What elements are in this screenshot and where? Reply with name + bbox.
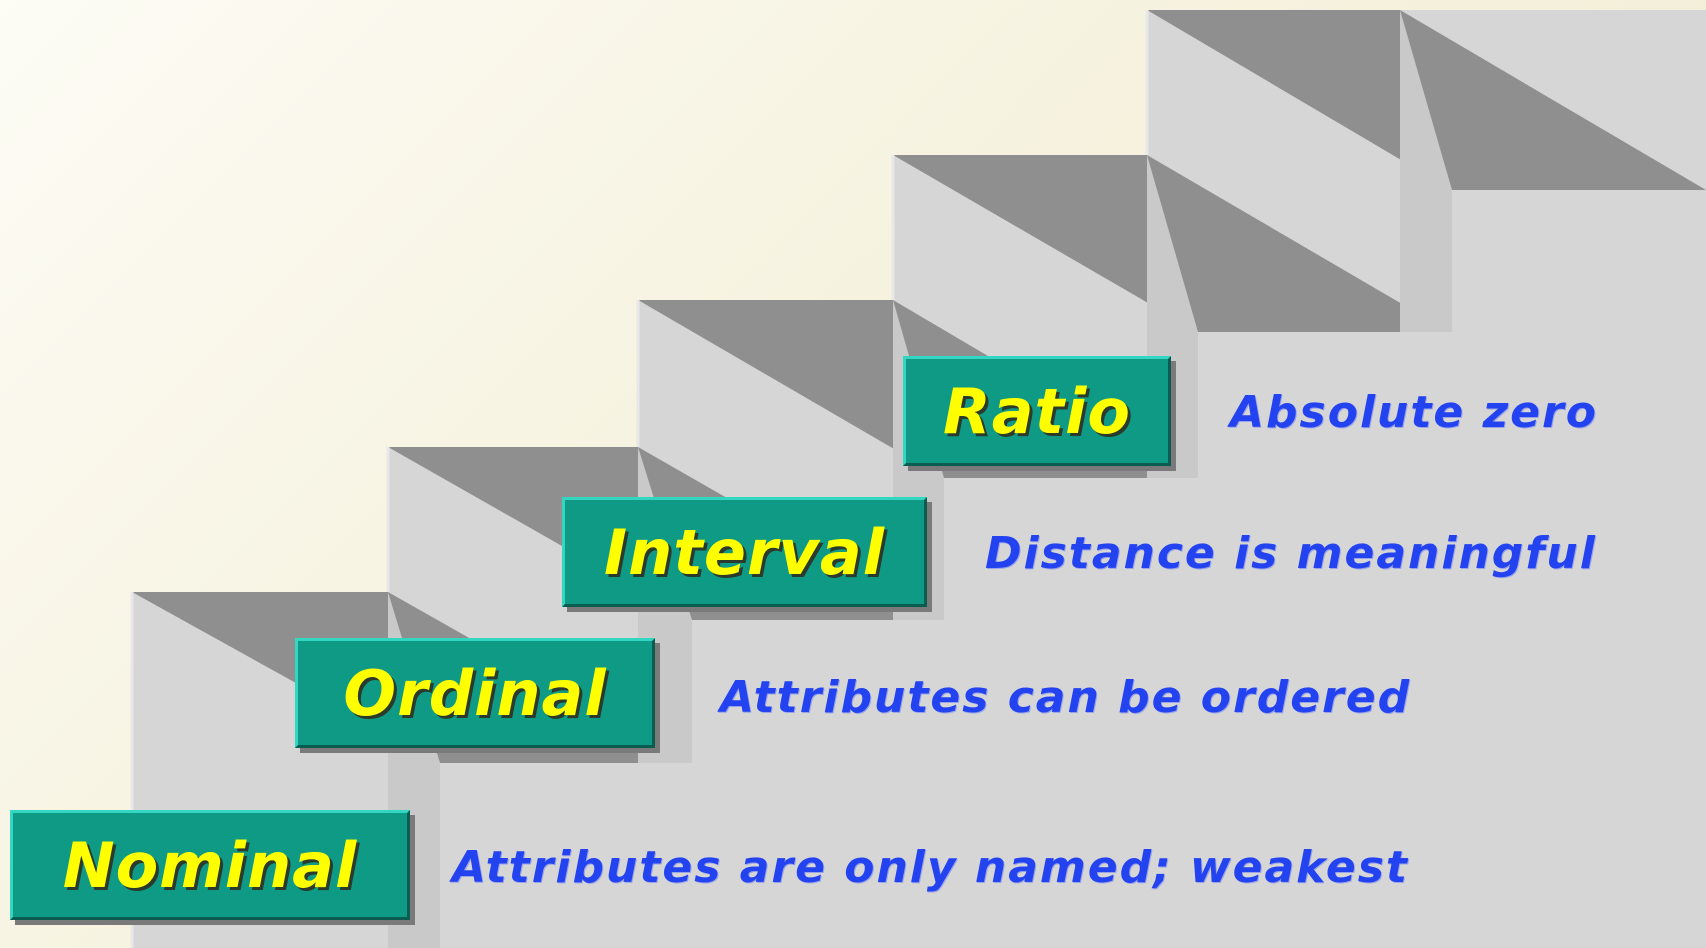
desc-interval: Distance is meaningful — [985, 528, 1597, 579]
step-top-5 — [1147, 10, 1706, 190]
label-interval-text: Interval — [604, 515, 885, 589]
riser-shade-5 — [1400, 10, 1452, 332]
label-nominal: Nominal — [10, 810, 410, 920]
label-nominal-text: Nominal — [62, 828, 358, 902]
label-ordinal: Ordinal — [295, 638, 655, 748]
label-ratio-text: Ratio — [942, 374, 1132, 448]
desc-nominal: Attributes are only named; weakest — [452, 842, 1409, 893]
desc-ordinal: Attributes can be ordered — [720, 672, 1412, 723]
label-ordinal-text: Ordinal — [343, 656, 607, 730]
label-interval: Interval — [562, 497, 927, 607]
desc-ratio: Absolute zero — [1230, 387, 1598, 438]
label-ratio: Ratio — [903, 356, 1171, 466]
